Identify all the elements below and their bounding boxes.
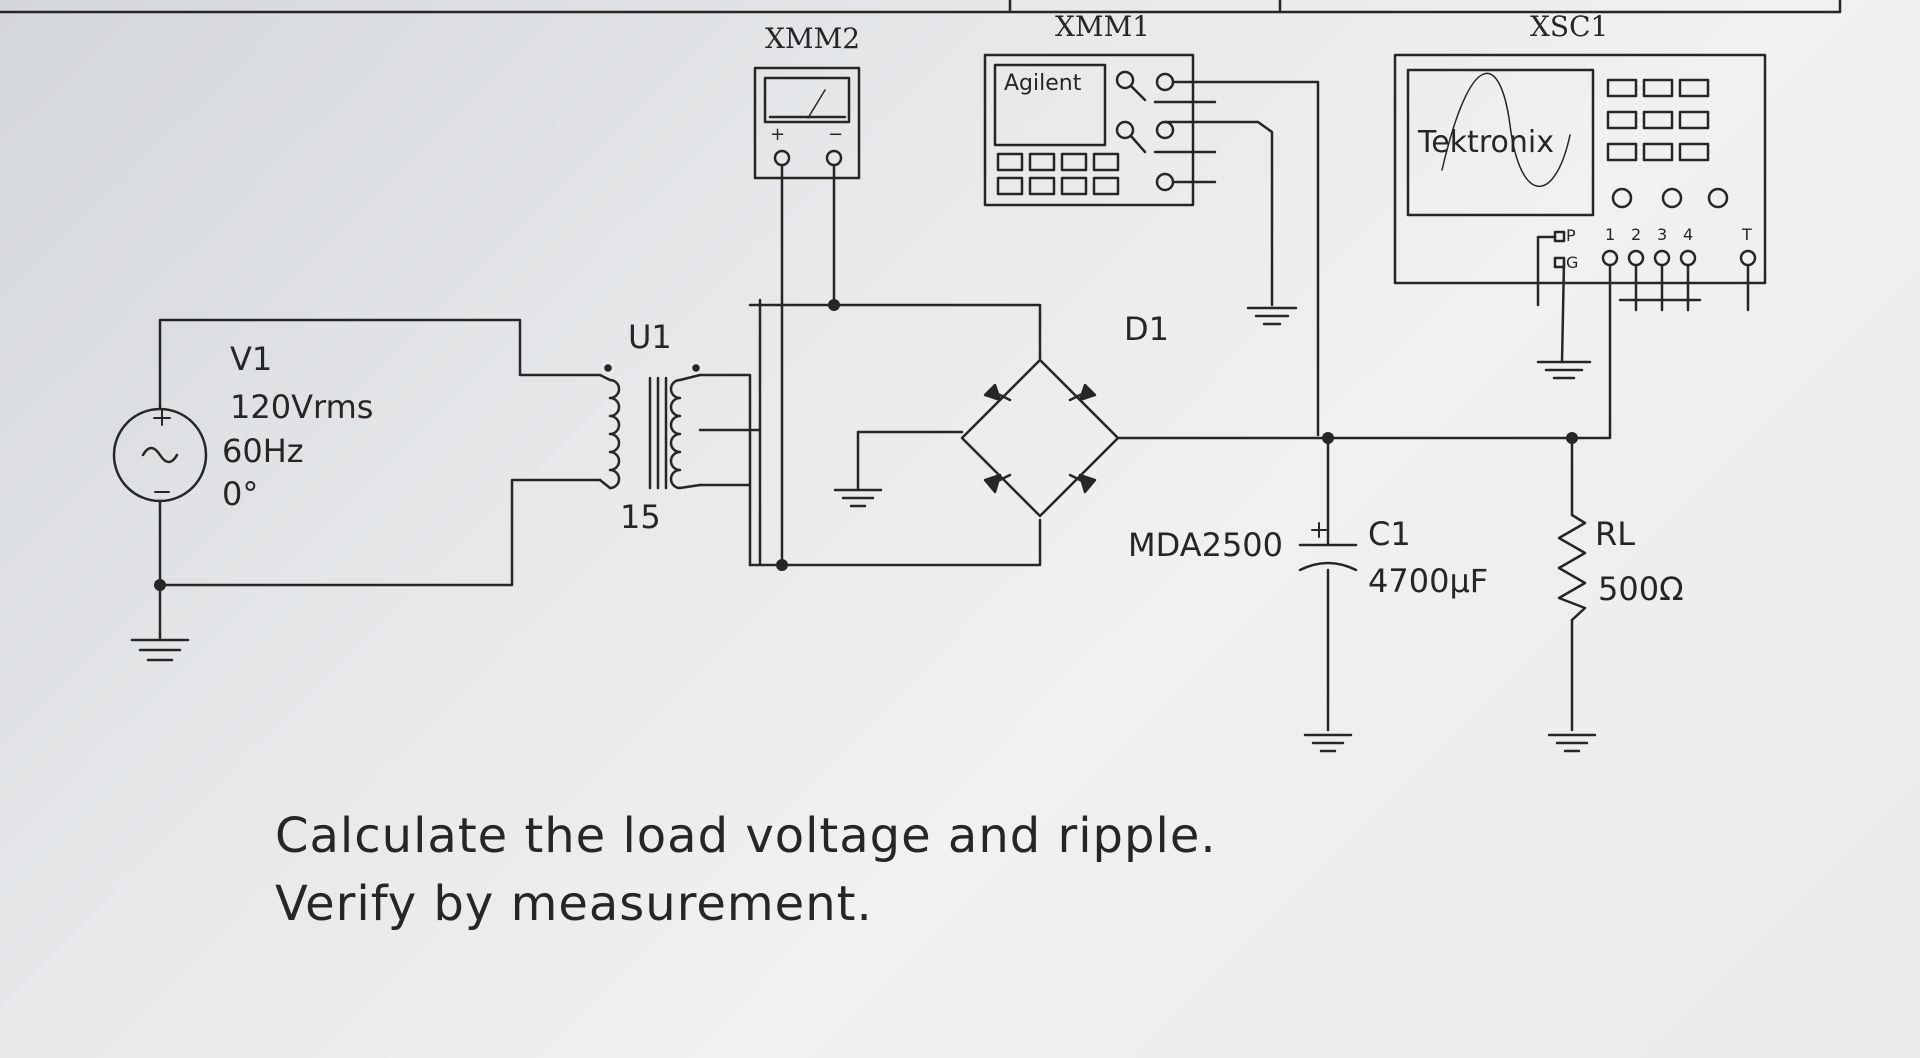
v1-voltage: 120Vrms — [230, 388, 373, 426]
task-line-1: Calculate the load voltage and ripple. — [275, 808, 1217, 864]
rl-name: RL — [1595, 515, 1635, 553]
xsc1-trig: T — [1741, 225, 1752, 244]
v1-phase: 0° — [222, 475, 258, 513]
v1-wires — [158, 318, 602, 642]
xsc1-ch3: 3 — [1657, 225, 1667, 244]
xmm1-label: XMM1 — [1055, 10, 1150, 43]
xsc1-g-label: G — [1566, 253, 1578, 272]
u1-ratio: 15 — [620, 498, 661, 536]
xmm2-plus: + — [770, 124, 785, 145]
u1-name: U1 — [628, 318, 672, 356]
xsc1-label: XSC1 — [1530, 10, 1608, 43]
transformer-icon — [598, 364, 702, 490]
bridge-rectifier-icon — [960, 358, 1120, 518]
xsc1-p-label: P — [1566, 226, 1576, 245]
ground-icon — [1547, 733, 1597, 753]
xsc1-ch2: 2 — [1631, 225, 1641, 244]
v1-frequency: 60Hz — [222, 432, 304, 470]
xmm2-leads — [780, 163, 836, 567]
rl-value: 500Ω — [1598, 570, 1684, 608]
resistor-icon — [1557, 513, 1587, 622]
xmm2-label: XMM2 — [765, 22, 860, 55]
ground-icon — [1246, 306, 1298, 326]
xmm2-minus: − — [828, 124, 843, 145]
d1-name: D1 — [1124, 310, 1169, 348]
ground-icon — [1303, 733, 1353, 753]
v1-name: V1 — [230, 340, 272, 378]
ground-icon — [130, 638, 190, 662]
ground-icon — [1536, 360, 1592, 380]
function-generator-xmm1-icon — [983, 53, 1320, 437]
capacitor-icon — [1298, 522, 1358, 572]
xmm1-brand: Agilent — [1004, 71, 1082, 96]
d1-part: MDA2500 — [1128, 526, 1283, 564]
c1-name: C1 — [1368, 515, 1411, 553]
xsc1-brand: Tektronix — [1417, 125, 1554, 160]
multimeter-xmm2-icon — [753, 66, 861, 180]
secondary-wires — [698, 298, 1042, 567]
junction-dots — [154, 299, 1578, 591]
ac-voltage-source-icon — [112, 407, 208, 503]
xsc1-ch4: 4 — [1683, 225, 1693, 244]
task-line-2: Verify by measurement. — [275, 876, 873, 932]
ground-icon — [833, 488, 883, 508]
oscilloscope-xsc1-icon — [1393, 53, 1767, 437]
c1-value: 4700µF — [1368, 562, 1488, 600]
page-border — [0, 0, 1842, 14]
output-wires — [1116, 433, 1612, 732]
xsc1-ch1: 1 — [1605, 225, 1615, 244]
